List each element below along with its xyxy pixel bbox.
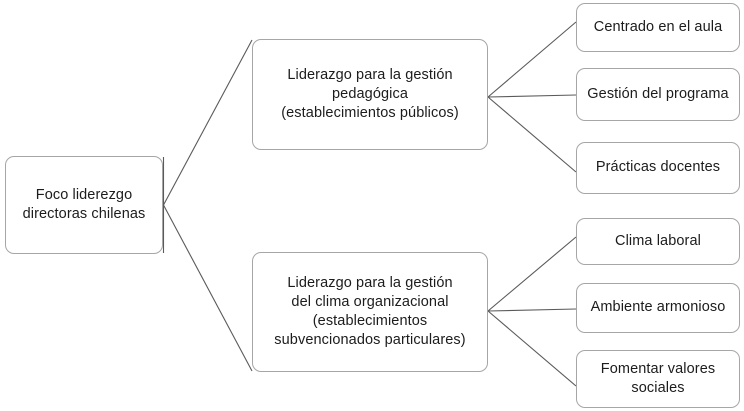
node-branch-clima-label: Liderazgo para la gestión del clima orga… <box>274 274 466 349</box>
node-root[interactable]: Foco liderezgo directoras chilenas <box>5 156 163 254</box>
node-leaf-practicas-docentes[interactable]: Prácticas docentes <box>576 142 740 194</box>
node-leaf-fomentar-valores[interactable]: Fomentar valores sociales <box>576 350 740 408</box>
node-leaf-gestion-programa-label: Gestión del programa <box>587 85 729 102</box>
node-root-label: Foco liderezgo directoras chilenas <box>22 186 146 222</box>
connector-root-to-pedagogica <box>163 39 253 206</box>
node-leaf-centrado-aula-label: Centrado en el aula <box>593 18 723 35</box>
connector-root-to-clima <box>163 204 253 372</box>
connector-clima-to-ambiente-armonioso <box>487 308 577 312</box>
node-leaf-ambiente-armonioso-label: Ambiente armonioso <box>590 299 726 316</box>
connector-pedagogica-to-practicas-docentes <box>487 96 577 173</box>
node-leaf-gestion-programa[interactable]: Gestión del programa <box>576 68 740 121</box>
node-leaf-clima-laboral-label: Clima laboral <box>615 232 701 249</box>
node-leaf-centrado-aula[interactable]: Centrado en el aula <box>576 3 740 52</box>
node-leaf-fomentar-valores-label: Fomentar valores sociales <box>600 360 716 396</box>
node-branch-pedagogica[interactable]: Liderazgo para la gestión pedagógica (es… <box>252 39 488 150</box>
node-leaf-ambiente-armonioso[interactable]: Ambiente armonioso <box>576 283 740 333</box>
node-leaf-clima-laboral[interactable]: Clima laboral <box>576 218 740 265</box>
connector-clima-to-fomentar-valores <box>487 310 577 387</box>
connector-pedagogica-to-centrado-aula <box>487 21 577 98</box>
node-leaf-practicas-docentes-label: Prácticas docentes <box>595 159 721 176</box>
connector-clima-to-clima-laboral <box>487 236 577 312</box>
connector-pedagogica-to-gestion-programa <box>487 94 577 98</box>
node-branch-pedagogica-label: Liderazgo para la gestión pedagógica (es… <box>281 66 459 122</box>
node-branch-clima[interactable]: Liderazgo para la gestión del clima orga… <box>252 252 488 372</box>
